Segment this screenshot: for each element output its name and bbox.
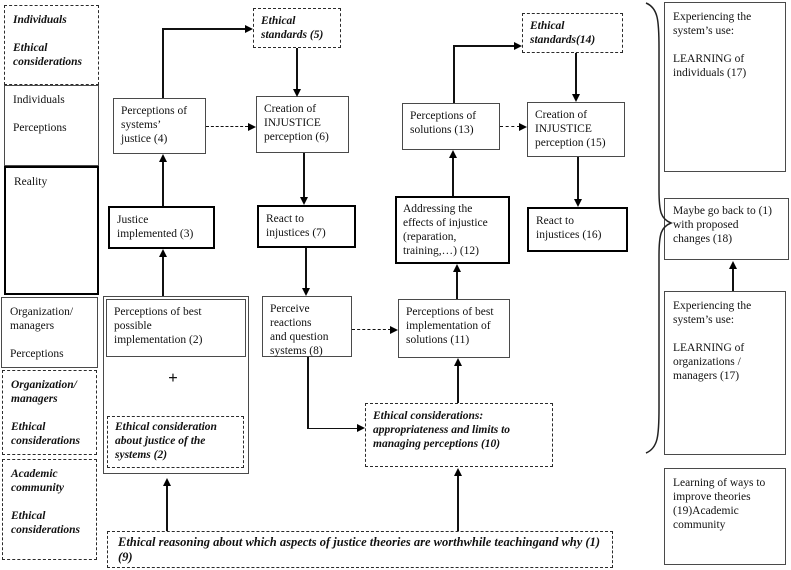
arrow-6-to-7-head — [299, 197, 308, 205]
arrow-5-to-6-head — [292, 89, 301, 97]
arrow-2-to-3-head — [158, 249, 167, 257]
box-learning-of-individuals-17: Experiencing the system’s use: LEARNING … — [664, 2, 786, 172]
box-perceptions-best-possible-implementation-2: Perceptions of best possible implementat… — [106, 299, 246, 357]
arrow-learning-org-to-go-back-head — [728, 261, 737, 269]
arrow-12-to-13-head — [448, 150, 457, 158]
arrow-learning-org-to-go-back — [732, 268, 734, 291]
arrow-13-to-14-head — [514, 41, 522, 50]
rail-organization-managers-perceptions: Organization/ managers Perceptions — [1, 297, 98, 368]
arrow-6-to-7 — [303, 153, 305, 198]
arrow-7-to-8 — [305, 248, 307, 289]
box-perceptions-systems-justice-4: Perceptions of systems’ justice (4) — [113, 98, 206, 154]
arrow-9-to-10-head — [453, 468, 462, 476]
box-creation-injustice-perception-15: Creation of INJUSTICE perception (15) — [527, 102, 625, 157]
plus-sign: + — [168, 368, 178, 387]
arrow-11-to-12-head — [452, 264, 461, 272]
rail-academic-community-ethical-considerations: Academic community Ethical consideration… — [2, 459, 97, 560]
rail-reality: Reality — [4, 166, 99, 295]
box-perceive-reactions-question-systems-8: Perceive reactions and question systems … — [262, 296, 352, 357]
box-ethical-considerations-10: Ethical considerations: appropriateness … — [365, 403, 553, 467]
arrow-13-to-15-head — [519, 122, 527, 131]
box-react-to-injustices-16: React to injustices (16) — [527, 207, 628, 252]
box-ethical-reasoning-1-9: Ethical reasoning about which aspects of… — [107, 531, 613, 568]
box-perceptions-best-implementation-solutions-11: Perceptions of best implementation of so… — [398, 299, 510, 358]
box-ethical-standards-14: Ethical standards(14) — [522, 13, 623, 53]
arrow-12-to-13 — [452, 157, 454, 196]
arrow-10-to-11 — [457, 365, 459, 403]
box-maybe-go-back-18: Maybe go back to (1) with proposed chang… — [664, 198, 789, 260]
box-learning-of-organizations-17: Experiencing the system’s use: LEARNING … — [664, 291, 786, 455]
arrow-4-to-5-head — [245, 24, 253, 33]
box-ethical-consideration-justice-systems-2: Ethical consideration about justice of t… — [107, 416, 244, 468]
arrow-8-to-11-dashed — [352, 329, 391, 330]
rail-organization-managers-ethical-considerations: Organization/ managers Ethical considera… — [2, 370, 97, 455]
arrow-14-to-15-head — [571, 94, 580, 102]
rail-individuals-ethical-considerations: Individuals Ethical considerations — [4, 5, 99, 85]
arrow-10-to-11-head — [453, 358, 462, 366]
arrow-13-to-14-segment — [453, 45, 515, 47]
right-curly-brace — [645, 2, 674, 454]
arrow-4-to-5-segment — [162, 28, 164, 98]
arrow-15-to-16 — [577, 157, 579, 200]
rail-individuals-perceptions: Individuals Perceptions — [4, 85, 99, 166]
arrow-3-to-4-head — [158, 154, 167, 162]
arrow-7-to-8-head — [301, 288, 310, 296]
arrow-14-to-15 — [575, 53, 577, 95]
arrow-8-to-10-segment — [307, 427, 358, 429]
box-perceptions-solutions-13: Perceptions of solutions (13) — [402, 103, 500, 150]
box-ethical-standards-5: Ethical standards (5) — [253, 8, 341, 48]
arrow-4-to-6-dashed — [206, 126, 248, 127]
arrow-15-to-16-head — [573, 199, 582, 207]
box-creation-injustice-perception-6: Creation of INJUSTICE perception (6) — [256, 96, 349, 153]
arrow-8-to-10-segment — [307, 357, 309, 429]
arrow-8-to-11-head — [390, 325, 398, 334]
box-justice-implemented-3: Justice implemented (3) — [108, 206, 215, 249]
box-react-to-injustices-7: React to injustices (7) — [257, 205, 356, 248]
arrow-3-to-4 — [162, 161, 164, 206]
arrow-2-to-3 — [162, 256, 164, 296]
arrow-4-to-6-head — [248, 122, 256, 131]
box-learning-ways-improve-theories-19: Learning of ways to improve theories (19… — [664, 468, 786, 565]
arrow-8-to-10-head — [357, 424, 365, 432]
arrow-9-to-10 — [457, 475, 459, 531]
arrow-4-to-5-segment — [162, 28, 245, 30]
arrow-13-to-15-dashed — [500, 126, 520, 127]
arrow-11-to-12 — [456, 271, 458, 299]
arrow-9-to-2 — [166, 485, 168, 531]
box-addressing-effects-injustice-12: Addressing the effects of injustice (rep… — [395, 196, 510, 264]
arrow-5-to-6 — [296, 48, 298, 90]
arrow-13-to-14-segment — [453, 45, 455, 103]
arrow-9-to-2-head — [162, 478, 171, 486]
